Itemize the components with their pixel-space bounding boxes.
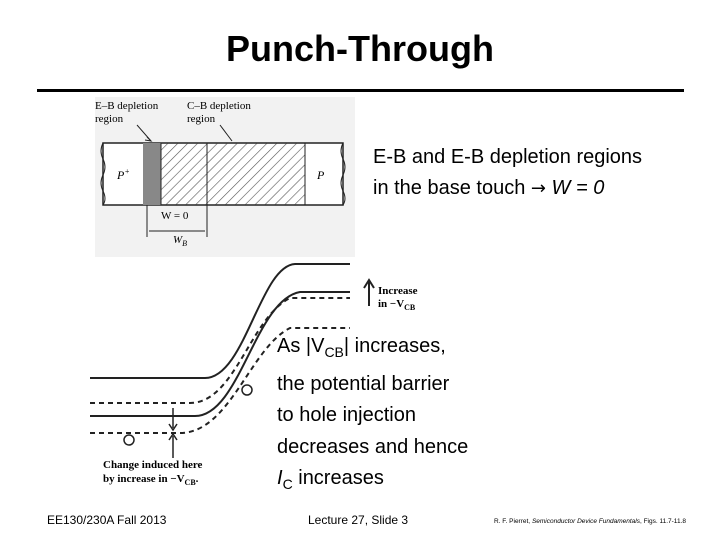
hole-icon xyxy=(241,384,253,396)
w-zero-label: W = 0 xyxy=(161,210,189,222)
right-arrow-icon: → xyxy=(530,178,546,199)
change-label: Change induced here xyxy=(103,459,203,471)
cb-depletion-hatched xyxy=(160,142,306,206)
pplus-label: P+ xyxy=(116,167,130,182)
text1-line2: in the base touch → W = 0 xyxy=(373,177,605,199)
band-curve-solid-top xyxy=(90,263,350,379)
change-label-2: by increase in −VCB. xyxy=(103,473,199,487)
barrier-explanation: As |VCB| increases, the potential barrie… xyxy=(277,331,468,501)
cb-label: C–B depletion xyxy=(187,100,251,112)
text2-line3: to hole injection xyxy=(277,404,416,426)
footer-slide-number: Lecture 27, Slide 3 xyxy=(308,513,409,527)
band-diagram-figure: Change induced here by increase in −VCB.… xyxy=(90,263,418,487)
eb-label: E–B depletion xyxy=(95,100,159,112)
band-curve-outer xyxy=(90,297,350,404)
increase-label: Increase xyxy=(378,285,418,297)
depletion-region-figure: E–B depletion region C–B depletion regio… xyxy=(95,97,355,257)
band-curve-solid-bottom xyxy=(90,291,350,417)
text2-line4: decreases and hence xyxy=(277,435,469,458)
title-divider xyxy=(37,89,684,92)
text2-line2: the potential barrier xyxy=(277,372,450,395)
footer-citation: R. F. Pierret, Semiconductor Device Fund… xyxy=(494,518,686,525)
punchthrough-explanation: E-B and E-B depletion regions in the bas… xyxy=(373,142,642,204)
cb-label-2: region xyxy=(187,113,216,125)
text2-line1: As |VCB| increases, xyxy=(277,335,446,360)
slide-title: Punch-Through xyxy=(226,28,494,69)
footer-course: EE130/230A Fall 2013 xyxy=(47,513,167,527)
hole-icon xyxy=(123,434,135,446)
band-curve-lower xyxy=(90,327,350,434)
eb-label-2: region xyxy=(95,113,124,125)
p-label: P xyxy=(316,168,325,182)
wb-label: WB xyxy=(173,234,187,248)
text2-line5: IC increases xyxy=(277,467,384,492)
eb-depletion-shaded xyxy=(143,143,161,205)
text1-line1: E-B and E-B depletion regions xyxy=(373,146,643,168)
increase-label-2: in −VCB xyxy=(378,298,416,312)
